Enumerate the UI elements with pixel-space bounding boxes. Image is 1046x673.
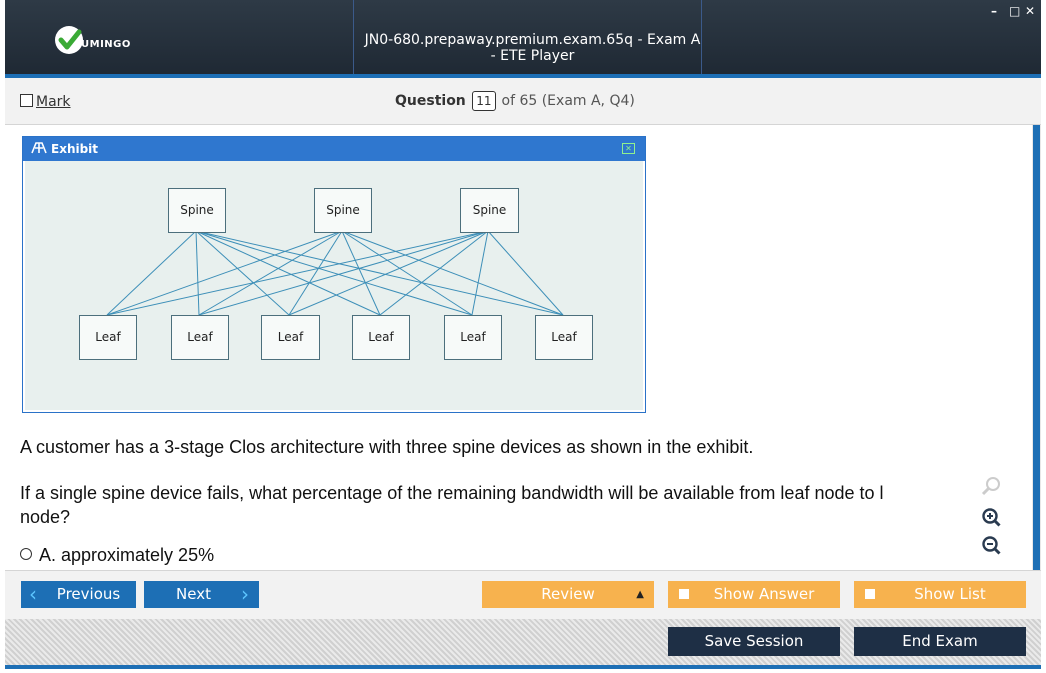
- logo-text: UMINGO: [81, 39, 131, 50]
- spine-node: Spine: [460, 188, 519, 233]
- question-text-line: If a single spine device fails, what per…: [20, 483, 884, 503]
- question-text-line: node?: [20, 507, 71, 527]
- app-logo: UMINGO: [55, 26, 145, 56]
- show-answer-label: Show Answer: [713, 585, 815, 603]
- review-button[interactable]: Review ▲: [482, 581, 654, 608]
- show-list-label: Show List: [914, 585, 986, 603]
- title-separator: [701, 0, 702, 74]
- previous-button[interactable]: ‹ Previous: [21, 581, 136, 608]
- zoom-in-icon[interactable]: [980, 506, 1002, 528]
- spine-leaf-link: [198, 230, 489, 316]
- spine-node: Spine: [168, 188, 226, 233]
- spine-leaf-link: [341, 230, 564, 316]
- radio-icon: [20, 548, 32, 560]
- close-window-button[interactable]: ✕: [1025, 4, 1036, 18]
- title-bar: UMINGO JN0-680.prepaway.premium.exam.65q…: [5, 0, 1041, 78]
- next-label: Next: [176, 585, 211, 603]
- spine-leaf-link: [288, 230, 489, 316]
- question-total: of 65 (Exam A, Q4): [501, 93, 635, 109]
- spine-leaf-link: [195, 230, 290, 316]
- spine-leaf-link: [471, 230, 489, 316]
- magnifier-icon: [981, 477, 1000, 496]
- spine-leaf-link: [288, 230, 343, 316]
- scrollbar-thumb[interactable]: [1033, 125, 1040, 570]
- next-button[interactable]: Next ›: [144, 581, 259, 608]
- question-header: Mark Question 11 of 65 (Exam A, Q4): [5, 78, 1041, 125]
- save-session-button[interactable]: Save Session: [668, 627, 840, 656]
- spine-leaf-link: [487, 230, 564, 316]
- bottom-accent-line: [5, 665, 1041, 669]
- spine-leaf-link: [106, 230, 489, 316]
- previous-label: Previous: [56, 585, 121, 603]
- footer-bar: Save Session End Exam: [5, 619, 1041, 665]
- mark-label: Mark: [36, 94, 71, 110]
- review-label: Review: [541, 585, 595, 603]
- checkmark-logo-icon: [55, 26, 83, 54]
- show-answer-button[interactable]: Show Answer: [668, 581, 840, 608]
- exhibit-header: Exhibit ✕: [23, 137, 645, 161]
- question-counter: Question 11 of 65 (Exam A, Q4): [395, 91, 635, 111]
- spine-leaf-link: [195, 230, 381, 316]
- zoom-out-icon[interactable]: [980, 534, 1002, 556]
- checkbox-icon: [679, 589, 689, 599]
- leaf-node: Leaf: [261, 315, 320, 360]
- exhibit-window: Exhibit ✕ Spine Spine Spine Leaf Leaf Le…: [22, 136, 646, 413]
- question-label: Question: [395, 93, 466, 109]
- window-title: JN0-680.prepaway.premium.exam.65q - Exam…: [364, 32, 701, 64]
- exhibit-close-icon[interactable]: ✕: [622, 143, 635, 154]
- leaf-node: Leaf: [171, 315, 229, 360]
- exhibit-image: Spine Spine Spine Leaf Leaf Leaf Leaf Le…: [25, 161, 643, 410]
- question-text-line: A customer has a 3-stage Clos architectu…: [20, 437, 754, 457]
- vertical-scrollbar[interactable]: [1032, 125, 1041, 570]
- spine-leaf-link: [195, 230, 200, 316]
- answer-label: A. approximately 25%: [39, 545, 215, 565]
- chevron-left-icon: ‹: [29, 582, 37, 606]
- leaf-node: Leaf: [535, 315, 593, 360]
- answer-option-a[interactable]: A. approximately 25%: [20, 545, 214, 566]
- title-separator: [353, 0, 354, 74]
- spine-leaf-link: [341, 230, 381, 316]
- maximize-button[interactable]: □: [1009, 4, 1021, 18]
- show-list-button[interactable]: Show List: [854, 581, 1026, 608]
- exhibit-title: Exhibit: [51, 142, 99, 156]
- spine-leaf-link: [106, 230, 197, 316]
- spine-leaf-link: [195, 230, 473, 316]
- spine-node: Spine: [314, 188, 372, 233]
- topology-links: [106, 230, 564, 316]
- leaf-node: Leaf: [352, 315, 410, 360]
- checkbox-icon: [865, 589, 875, 599]
- spine-leaf-link: [106, 230, 343, 316]
- minimize-button[interactable]: –: [991, 4, 997, 18]
- navigation-bar: ‹ Previous Next › Review ▲ Show Answer S…: [5, 570, 1041, 619]
- spine-leaf-link: [195, 230, 564, 316]
- mark-checkbox[interactable]: Mark: [20, 94, 71, 110]
- spine-leaf-link: [379, 230, 489, 316]
- leaf-node: Leaf: [444, 315, 502, 360]
- end-exam-button[interactable]: End Exam: [854, 627, 1026, 656]
- spine-leaf-link: [341, 230, 473, 316]
- leaf-node: Leaf: [79, 315, 137, 360]
- triangle-up-icon: ▲: [636, 589, 644, 600]
- question-number-input[interactable]: 11: [472, 91, 496, 111]
- chevron-right-icon: ›: [241, 582, 249, 606]
- checkbox-icon: [20, 94, 33, 107]
- question-content: Exhibit ✕ Spine Spine Spine Leaf Leaf Le…: [5, 125, 1032, 570]
- spine-leaf-link: [198, 230, 343, 316]
- exhibit-icon: [31, 142, 47, 157]
